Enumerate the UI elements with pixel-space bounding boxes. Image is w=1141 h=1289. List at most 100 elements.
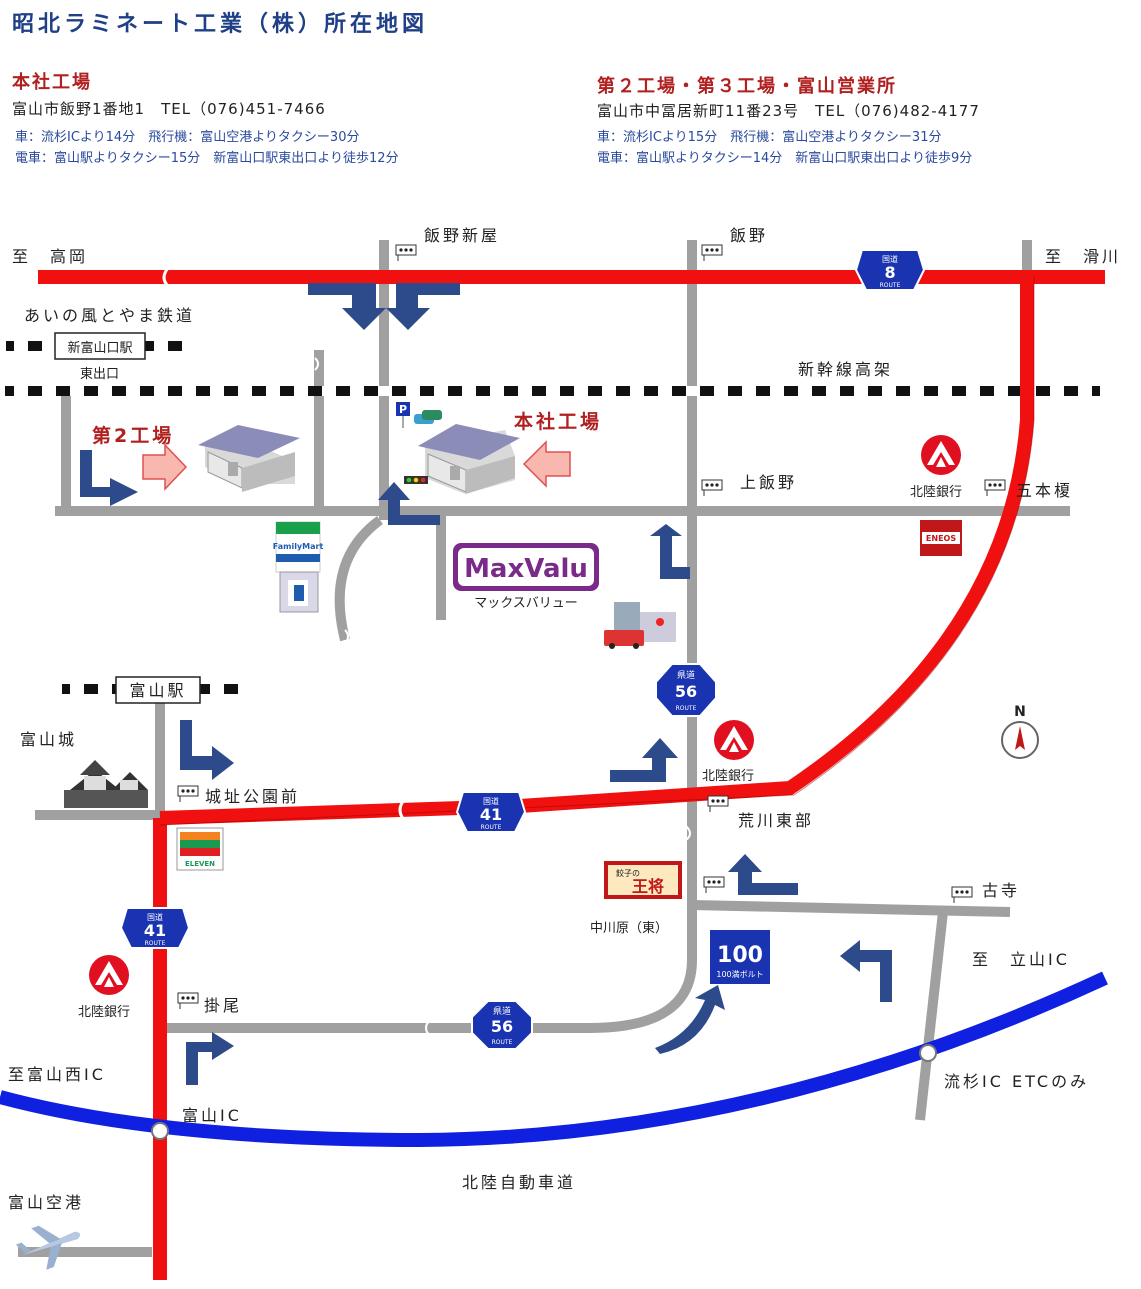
branch-office-access-car: 車：流杉ICより15分 飛行機：富山空港よりタクシー31分 [597, 130, 942, 145]
bus-stop-icon [703, 876, 725, 894]
svg-text:王将: 王将 [632, 877, 664, 896]
svg-text:国道: 国道 [147, 912, 163, 922]
svg-text:ROUTE: ROUTE [492, 1039, 513, 1046]
main-office-access-train: 電車：富山駅よりタクシー15分 新富山口駅東出口より徒歩12分 [15, 151, 399, 166]
label-hokuriku-bank: 北陸銀行 [702, 768, 754, 784]
svg-text:餃子の: 餃子の [616, 868, 640, 878]
svg-text:ELEVEN: ELEVEN [185, 860, 215, 868]
svg-text:県道: 県道 [677, 669, 695, 681]
hokuriku-bank-logo [714, 720, 754, 760]
station-toyama: 富山駅 [115, 676, 201, 704]
factory-arrows [142, 440, 571, 491]
svg-text:P: P [399, 403, 407, 416]
route-sign-56-south: 県道 56 ROUTE [471, 1000, 533, 1050]
label-kamiiino: 上飯野 [740, 473, 797, 492]
svg-text:県道: 県道 [493, 1005, 511, 1017]
expressway [0, 971, 1108, 1148]
svg-text:N: N [1014, 704, 1026, 720]
direction-arrows [80, 283, 892, 1085]
label-iino-shinya: 飯野新屋 [424, 226, 500, 245]
road-break-mark [162, 267, 170, 288]
arrow-left-icon [840, 940, 892, 1002]
label-hokuriku-bank: 北陸銀行 [78, 1004, 130, 1020]
bus-stop-icon [701, 244, 723, 262]
label-kakeo: 掛尾 [204, 996, 242, 1015]
main-office-address: 富山市飯野1番地1 TEL（076)451-7466 [12, 100, 326, 118]
label-hokuriku-bank: 北陸銀行 [910, 484, 962, 500]
svg-text:新富山口駅: 新富山口駅 [67, 340, 132, 356]
label-arakawa-tobu: 荒川東部 [738, 811, 814, 830]
familymart-logo: FamilyMart [273, 521, 324, 613]
eneos-logo: ENEOS [920, 520, 962, 556]
svg-text:国道: 国道 [483, 796, 499, 806]
bus-stop-icon [395, 244, 417, 262]
label-joshi-koenmae: 城址公園前 [205, 787, 300, 806]
route-sign-41-south: 国道 41 ROUTE [119, 907, 191, 949]
arrow-right-icon [142, 443, 188, 491]
label-to-namerikawa: 至 滑川 [1045, 247, 1121, 266]
svg-text:56: 56 [491, 1017, 513, 1036]
road-break-mark [398, 799, 406, 821]
traffic-light-icon [404, 476, 428, 484]
100-man-volt-logo: 100 100満ボルト [710, 930, 770, 984]
svg-text:ROUTE: ROUTE [481, 824, 502, 831]
label-head-factory: 本社工場 [514, 410, 602, 433]
parking-icon: P [396, 402, 442, 428]
head-factory-building-icon [418, 424, 520, 494]
arrow-up-icon [610, 738, 678, 782]
label-factory2: 第2工場 [92, 424, 174, 447]
route-sign-56-north: 県道 56 ROUTE [655, 663, 717, 717]
main-office-access-car: 車：流杉ICより14分 飛行機：富山空港よりタクシー30分 [15, 130, 360, 145]
bus-stop-icon [701, 479, 723, 497]
svg-text:100: 100 [717, 943, 763, 968]
svg-text:富山駅: 富山駅 [129, 681, 186, 700]
bus-stop-icon [951, 886, 973, 904]
airplane-icon [15, 1225, 81, 1270]
svg-text:ROUTE: ROUTE [880, 282, 901, 289]
arrow-left-icon [522, 440, 571, 488]
route-sign-8: 国道 8 ROUTE [854, 249, 926, 291]
arrow-down-icon [308, 283, 386, 330]
label-toyama-castle: 富山城 [20, 730, 77, 749]
arrow-right-icon [180, 720, 234, 780]
label-gohongi: 五本榎 [1016, 481, 1073, 500]
station-shintoyamaguchi: 新富山口駅 [54, 332, 146, 360]
svg-text:FamilyMart: FamilyMart [273, 542, 324, 551]
arrow-right-icon [186, 1032, 234, 1085]
national-roads [38, 270, 1105, 1280]
svg-text:MaxValu: MaxValu [464, 554, 588, 584]
svg-text:41: 41 [480, 805, 502, 824]
bus-stop-icon [177, 785, 199, 803]
svg-text:ROUTE: ROUTE [145, 940, 166, 947]
label-to-toyama-nishi-ic: 至富山西IC [8, 1065, 106, 1084]
north-compass-icon: N [1001, 704, 1039, 759]
svg-text:8: 8 [884, 263, 895, 282]
label-nakagawara: 中川原（東） [590, 920, 668, 936]
svg-text:56: 56 [675, 682, 697, 701]
seven-eleven-logo: ELEVEN [176, 827, 224, 871]
toyama-ic-junction [151, 1122, 169, 1140]
arrow-down-icon [386, 283, 460, 330]
factory2-building-icon [198, 425, 300, 492]
route-sign-41-east: 国道 41 ROUTE [455, 791, 527, 833]
hokuriku-bank-logo [921, 435, 961, 475]
nagare-ic-junction [919, 1044, 937, 1062]
main-office-title: 本社工場 [12, 72, 92, 93]
local-roads [18, 240, 1070, 1257]
svg-text:ENEOS: ENEOS [926, 534, 956, 543]
railways [5, 341, 1100, 694]
bus-stop-icon [984, 479, 1006, 497]
svg-text:国道: 国道 [882, 254, 898, 264]
maxvalu-logo: MaxValu [453, 543, 599, 591]
arrow-curve-icon [655, 985, 725, 1054]
arrow-right-icon [80, 450, 138, 506]
hokuriku-bank-logo [89, 955, 129, 995]
arrow-up-icon [728, 854, 798, 895]
arrow-up-icon [378, 482, 440, 525]
page-title: 昭北ラミネート工業（株）所在地図 [12, 12, 429, 37]
arrow-up-icon [650, 524, 690, 579]
svg-text:41: 41 [144, 921, 166, 940]
label-toyama-airport: 富山空港 [8, 1193, 84, 1212]
branch-office-access-train: 電車：富山駅よりタクシー14分 新富山口駅東出口より徒歩9分 [597, 151, 973, 166]
